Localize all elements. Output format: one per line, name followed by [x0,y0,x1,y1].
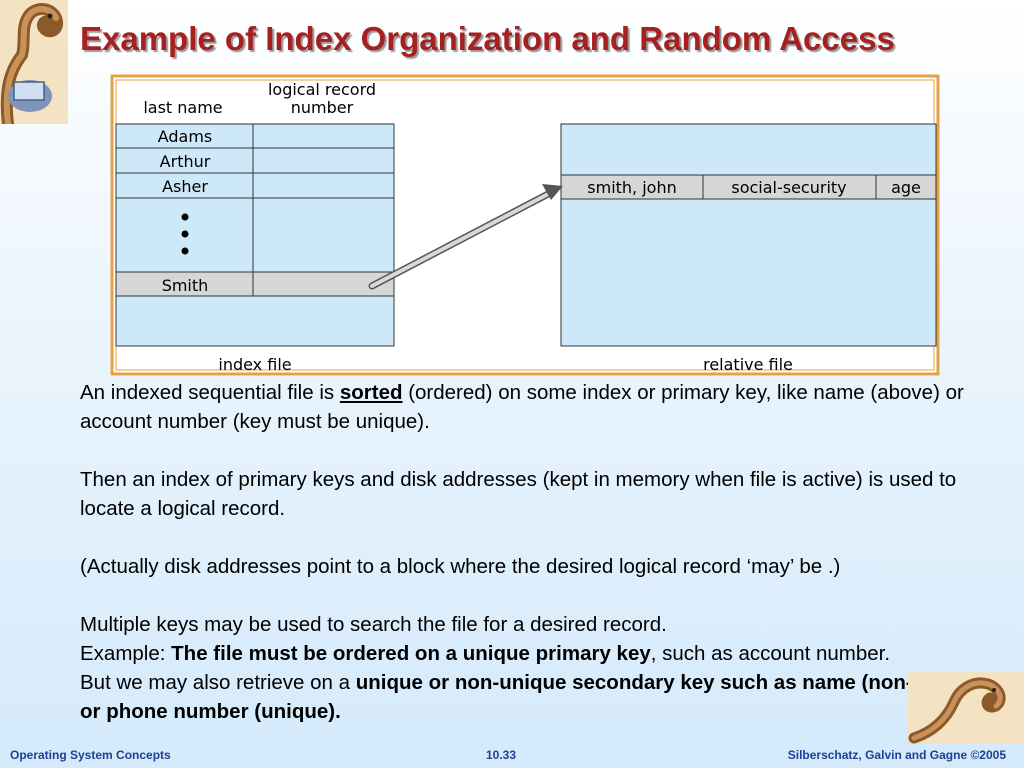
index-header-last-name: last name [143,98,222,117]
index-entry-adams: Adams [158,127,213,146]
slide-title: Example of Index Organization and Random… [80,20,895,57]
pointer-arrow-icon [368,184,563,290]
index-entry-asher: Asher [162,177,208,196]
sorted-term: sorted [339,381,403,404]
index-file-label: index file [218,355,291,374]
relative-record-age: age [891,178,921,197]
index-header-number: number [291,98,354,117]
ellipsis-dots [181,213,189,255]
example-emphasis: The file must be ordered on a unique pri… [171,642,651,665]
relative-record-name: smith, john [587,178,676,197]
paragraph-example: Example: The file must be ordered on a u… [80,642,891,665]
relative-record-ssn: social-security [731,178,846,197]
slide-body: An indexed sequential file is sorted (or… [80,378,1010,726]
secondary-key-emphasis: unique or non-unique secondary key such … [80,671,987,723]
index-entry-smith: Smith [162,276,209,295]
footer-slide-number: 10.33 [486,748,517,762]
index-organization-diagram: last name logical record number Adams Ar… [110,74,940,376]
paragraph-multiple-keys: Multiple keys may be used to search the … [80,613,667,636]
footer-course-title: Operating System Concepts [10,748,171,762]
dinosaur-footer-logo-icon [908,672,1024,744]
paragraph-disk-addresses: (Actually disk addresses point to a bloc… [80,555,841,578]
paragraph-secondary-key: But we may also retrieve on a unique or … [80,671,987,723]
footer-copyright: Silberschatz, Galvin and Gagne ©2005 [787,748,1006,762]
index-header-logical-record: logical record [268,80,376,99]
dinosaur-logo-icon [0,0,68,124]
relative-file-label: relative file [703,355,793,374]
paragraph-index-keys: Then an index of primary keys and disk a… [80,468,957,520]
index-entry-arthur: Arthur [160,152,211,171]
paragraph-indexed-sequential: An indexed sequential file is sorted (or… [80,381,964,433]
